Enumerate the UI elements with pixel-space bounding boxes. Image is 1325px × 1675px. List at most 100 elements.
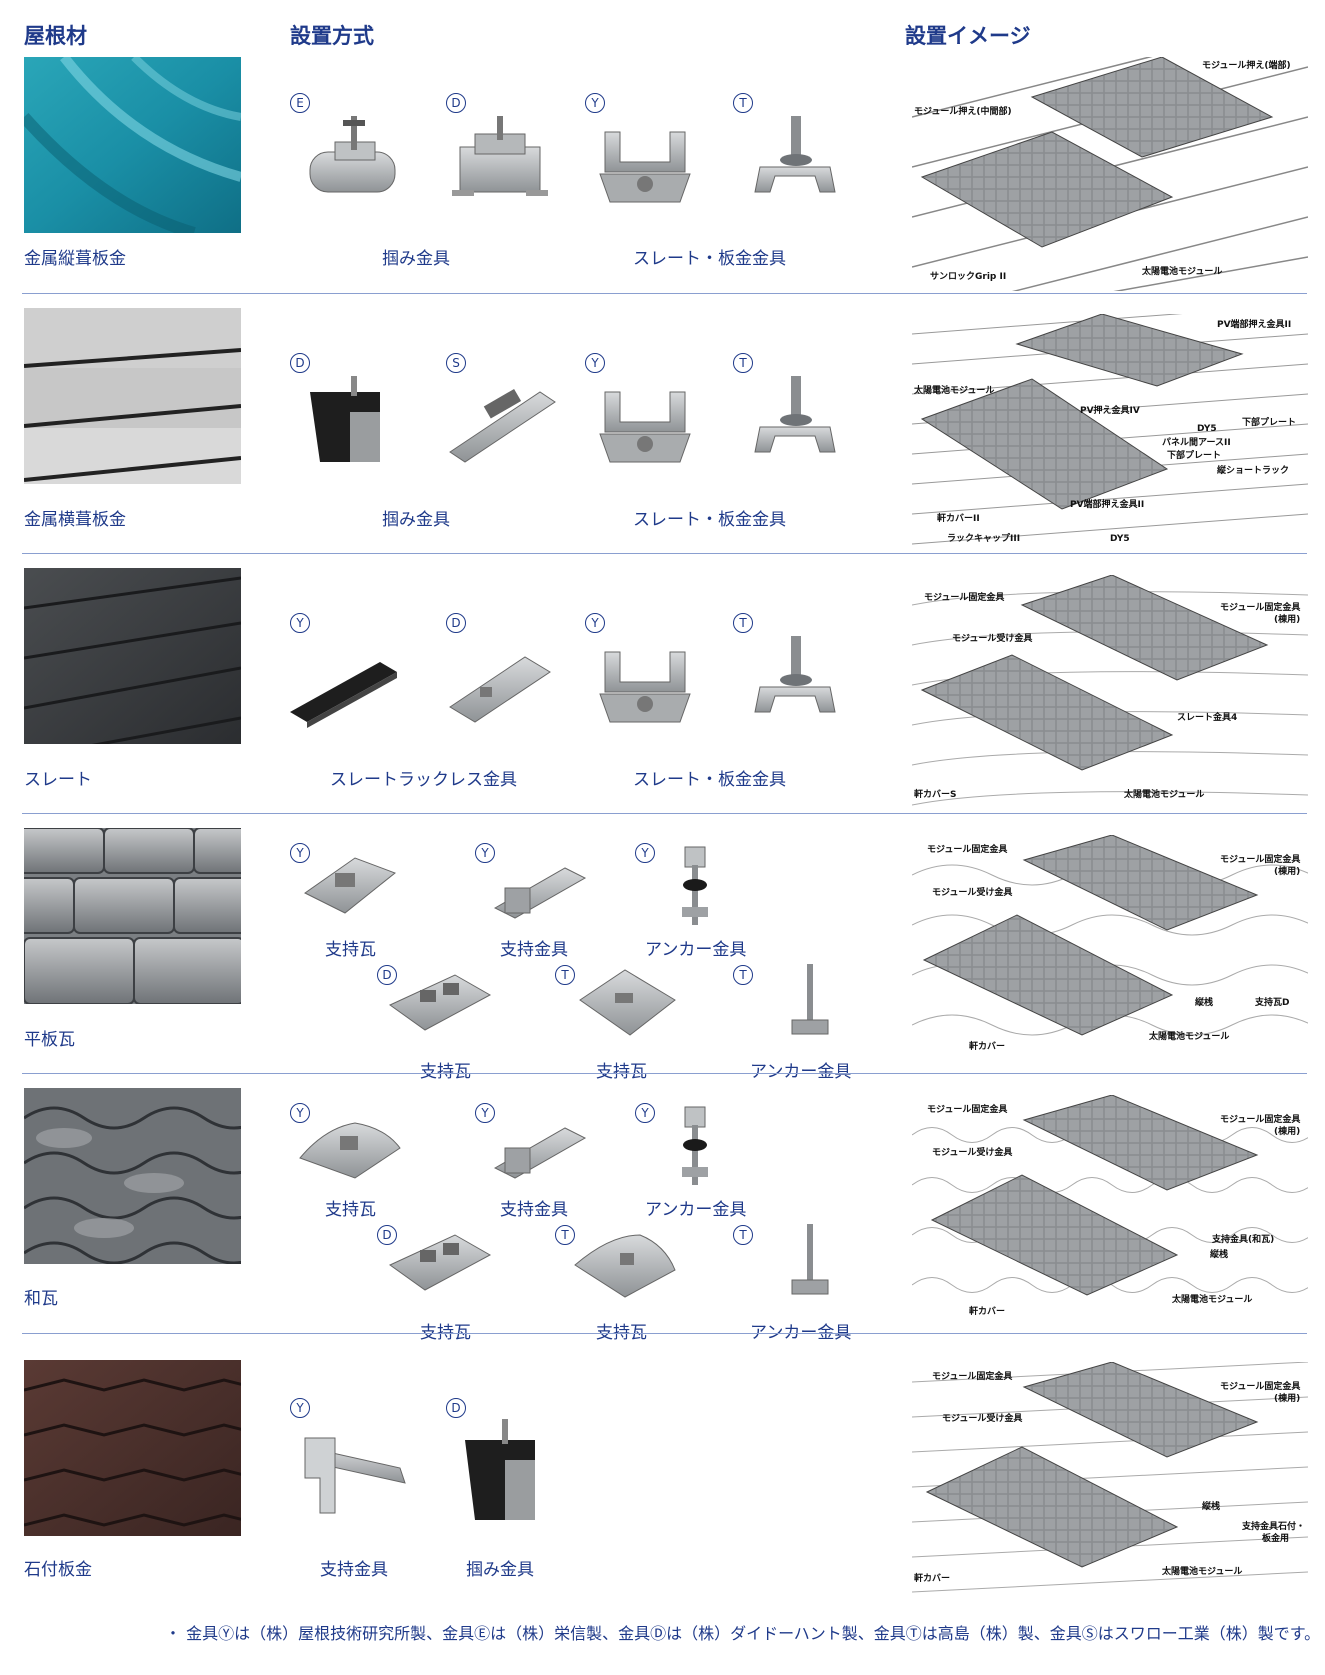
diagram-callout: (棟用) xyxy=(1274,1394,1301,1404)
roof-photo-japanese-tile xyxy=(24,1088,241,1264)
support-tile-icon xyxy=(389,974,492,1031)
maker-badge: T xyxy=(555,1225,575,1245)
diagram-callout: 下部プレート xyxy=(1242,418,1297,428)
diagram-callout: 太陽電池モジュール xyxy=(1149,1032,1230,1042)
part-caption: 支持金具 xyxy=(320,1560,388,1580)
diagram-callout: 板金用 xyxy=(1262,1534,1290,1544)
support-tile-icon xyxy=(389,1234,492,1291)
diagram-callout: 軒カバー xyxy=(969,1042,1006,1052)
diagram-callout: モジュール固定金具 xyxy=(932,1372,1013,1382)
diagram-callout: 縦桟 xyxy=(1210,1250,1229,1260)
installation-diagram: PV端部押え金具II 太陽電池モジュール PV押え金具IV DY5 下部プレート… xyxy=(912,314,1308,548)
support-tile-icon xyxy=(574,1234,676,1298)
diagram-callout: ラックキャップIII xyxy=(947,534,1021,544)
installation-diagram: モジュール固定金具 モジュール固定金具 (棟用) モジュール受け金具 縦桟 支持… xyxy=(912,835,1308,1069)
method-caption: 掴み金具 xyxy=(382,249,450,269)
grip-bracket-icon xyxy=(309,116,396,193)
part-caption: アンカー金具 xyxy=(645,940,747,960)
maker-badge: Y xyxy=(585,613,605,633)
method-caption: スレート・板金金具 xyxy=(633,770,786,790)
header-method: 設置方式 xyxy=(290,24,374,48)
diagram-callout: スレート金具4 xyxy=(1177,713,1238,723)
grip-block-icon xyxy=(465,1419,535,1520)
slate-bracket-icon xyxy=(599,131,691,203)
roof-name: 金属縦葺板金 xyxy=(24,249,126,269)
support-tile-icon xyxy=(304,857,396,914)
method-caption: スレート・板金金具 xyxy=(633,249,786,269)
roof-photo-slate xyxy=(24,568,241,744)
diagram-callout: 太陽電池モジュール xyxy=(1124,790,1205,800)
part-caption: 支持瓦 xyxy=(325,940,376,960)
maker-badge: T xyxy=(733,613,753,633)
diagram-callout: 太陽電池モジュール xyxy=(1162,1567,1243,1577)
maker-badge: Y xyxy=(290,843,310,863)
maker-badge: Y xyxy=(475,1103,495,1123)
diagram-callout: モジュール固定金具 xyxy=(1220,1115,1301,1125)
diagram-callout: モジュール固定金具 xyxy=(927,845,1008,855)
method-caption: スレート・板金金具 xyxy=(633,510,786,530)
part-caption: 掴み金具 xyxy=(466,1560,534,1580)
maker-badge: T xyxy=(555,965,575,985)
roof-name: 石付板金 xyxy=(24,1560,92,1580)
maker-badge: S xyxy=(446,353,466,373)
part-caption: 支持金具 xyxy=(500,940,568,960)
diagram-callout: モジュール固定金具 xyxy=(1220,603,1301,613)
diagram-callout: モジュール押え(端部) xyxy=(1202,61,1291,71)
diagram-callout: モジュール固定金具 xyxy=(927,1105,1008,1115)
diagram-callout: 下部プレート xyxy=(1167,451,1222,461)
row-separator xyxy=(22,553,1307,554)
maker-badge: T xyxy=(733,353,753,373)
diagram-callout: モジュール受け金具 xyxy=(932,1148,1013,1158)
roof-name: 金属横葺板金 xyxy=(24,510,126,530)
part-caption: 支持瓦 xyxy=(420,1323,471,1343)
diagram-callout: サンロックGrip II xyxy=(930,272,1007,282)
diagram-callout: 太陽電池モジュール xyxy=(1142,267,1223,277)
installation-diagram: モジュール固定金具 モジュール固定金具 (棟用) モジュール受け金具 支持金具(… xyxy=(912,1095,1308,1329)
diagram-callout: モジュール受け金具 xyxy=(952,634,1033,644)
maker-badge: D xyxy=(446,613,466,633)
diagram-callout: PV押え金具IV xyxy=(1080,406,1140,416)
method-caption: スレートラックレス金具 xyxy=(330,770,517,790)
roof-photo-metal-horizontal xyxy=(24,308,241,484)
diagram-callout: 軒カバー xyxy=(914,1574,951,1584)
support-bracket-icon xyxy=(493,867,587,919)
diagram-callout: DY5 xyxy=(1197,424,1217,434)
maker-badge: E xyxy=(290,93,310,113)
diagram-callout: 軒カバー xyxy=(969,1307,1006,1317)
maker-badge: Y xyxy=(475,843,495,863)
maker-badge: Y xyxy=(290,1398,310,1418)
diagram-callout: (棟用) xyxy=(1274,615,1301,625)
slate-bolt-icon xyxy=(754,636,836,713)
slate-bolt-icon xyxy=(754,376,836,453)
maker-badge: D xyxy=(446,93,466,113)
maker-badge: T xyxy=(733,965,753,985)
diagram-callout: モジュール受け金具 xyxy=(942,1414,1023,1424)
anchor-icon xyxy=(791,964,829,1035)
maker-badge: Y xyxy=(290,1103,310,1123)
diagram-callout: (棟用) xyxy=(1274,1127,1301,1137)
roof-name: 平板瓦 xyxy=(24,1030,75,1050)
diagram-callout: (棟用) xyxy=(1274,867,1301,877)
diagram-callout: 縦桟 xyxy=(1202,1502,1221,1512)
diagram-callout: パネル間アースII xyxy=(1162,438,1231,448)
row-separator xyxy=(22,293,1307,294)
rackless-rail-icon xyxy=(290,662,397,728)
part-caption: 支持瓦 xyxy=(325,1200,376,1220)
maker-badge: Y xyxy=(635,1103,655,1123)
grip-rail-icon xyxy=(449,388,556,463)
diagram-callout: PV端部押え金具II xyxy=(1070,500,1145,510)
maker-badge: D xyxy=(377,1225,397,1245)
diagram-callout: 支持金具(和瓦) xyxy=(1212,1235,1275,1245)
diagram-callout: 太陽電池モジュール xyxy=(1172,1295,1253,1305)
diagram-callout: モジュール固定金具 xyxy=(1220,855,1301,865)
part-caption: 支持瓦 xyxy=(596,1062,647,1082)
maker-badge: Y xyxy=(290,613,310,633)
row-separator xyxy=(22,1073,1307,1074)
maker-badge: T xyxy=(733,1225,753,1245)
diagram-callout: 軒カバーII xyxy=(937,514,980,524)
slate-bracket-icon xyxy=(599,651,691,723)
anchor-icon xyxy=(791,1224,829,1295)
support-tile-icon xyxy=(299,1122,401,1179)
diagram-callout: 支持金具石付・ xyxy=(1242,1522,1306,1532)
part-caption: 支持瓦 xyxy=(420,1062,471,1082)
